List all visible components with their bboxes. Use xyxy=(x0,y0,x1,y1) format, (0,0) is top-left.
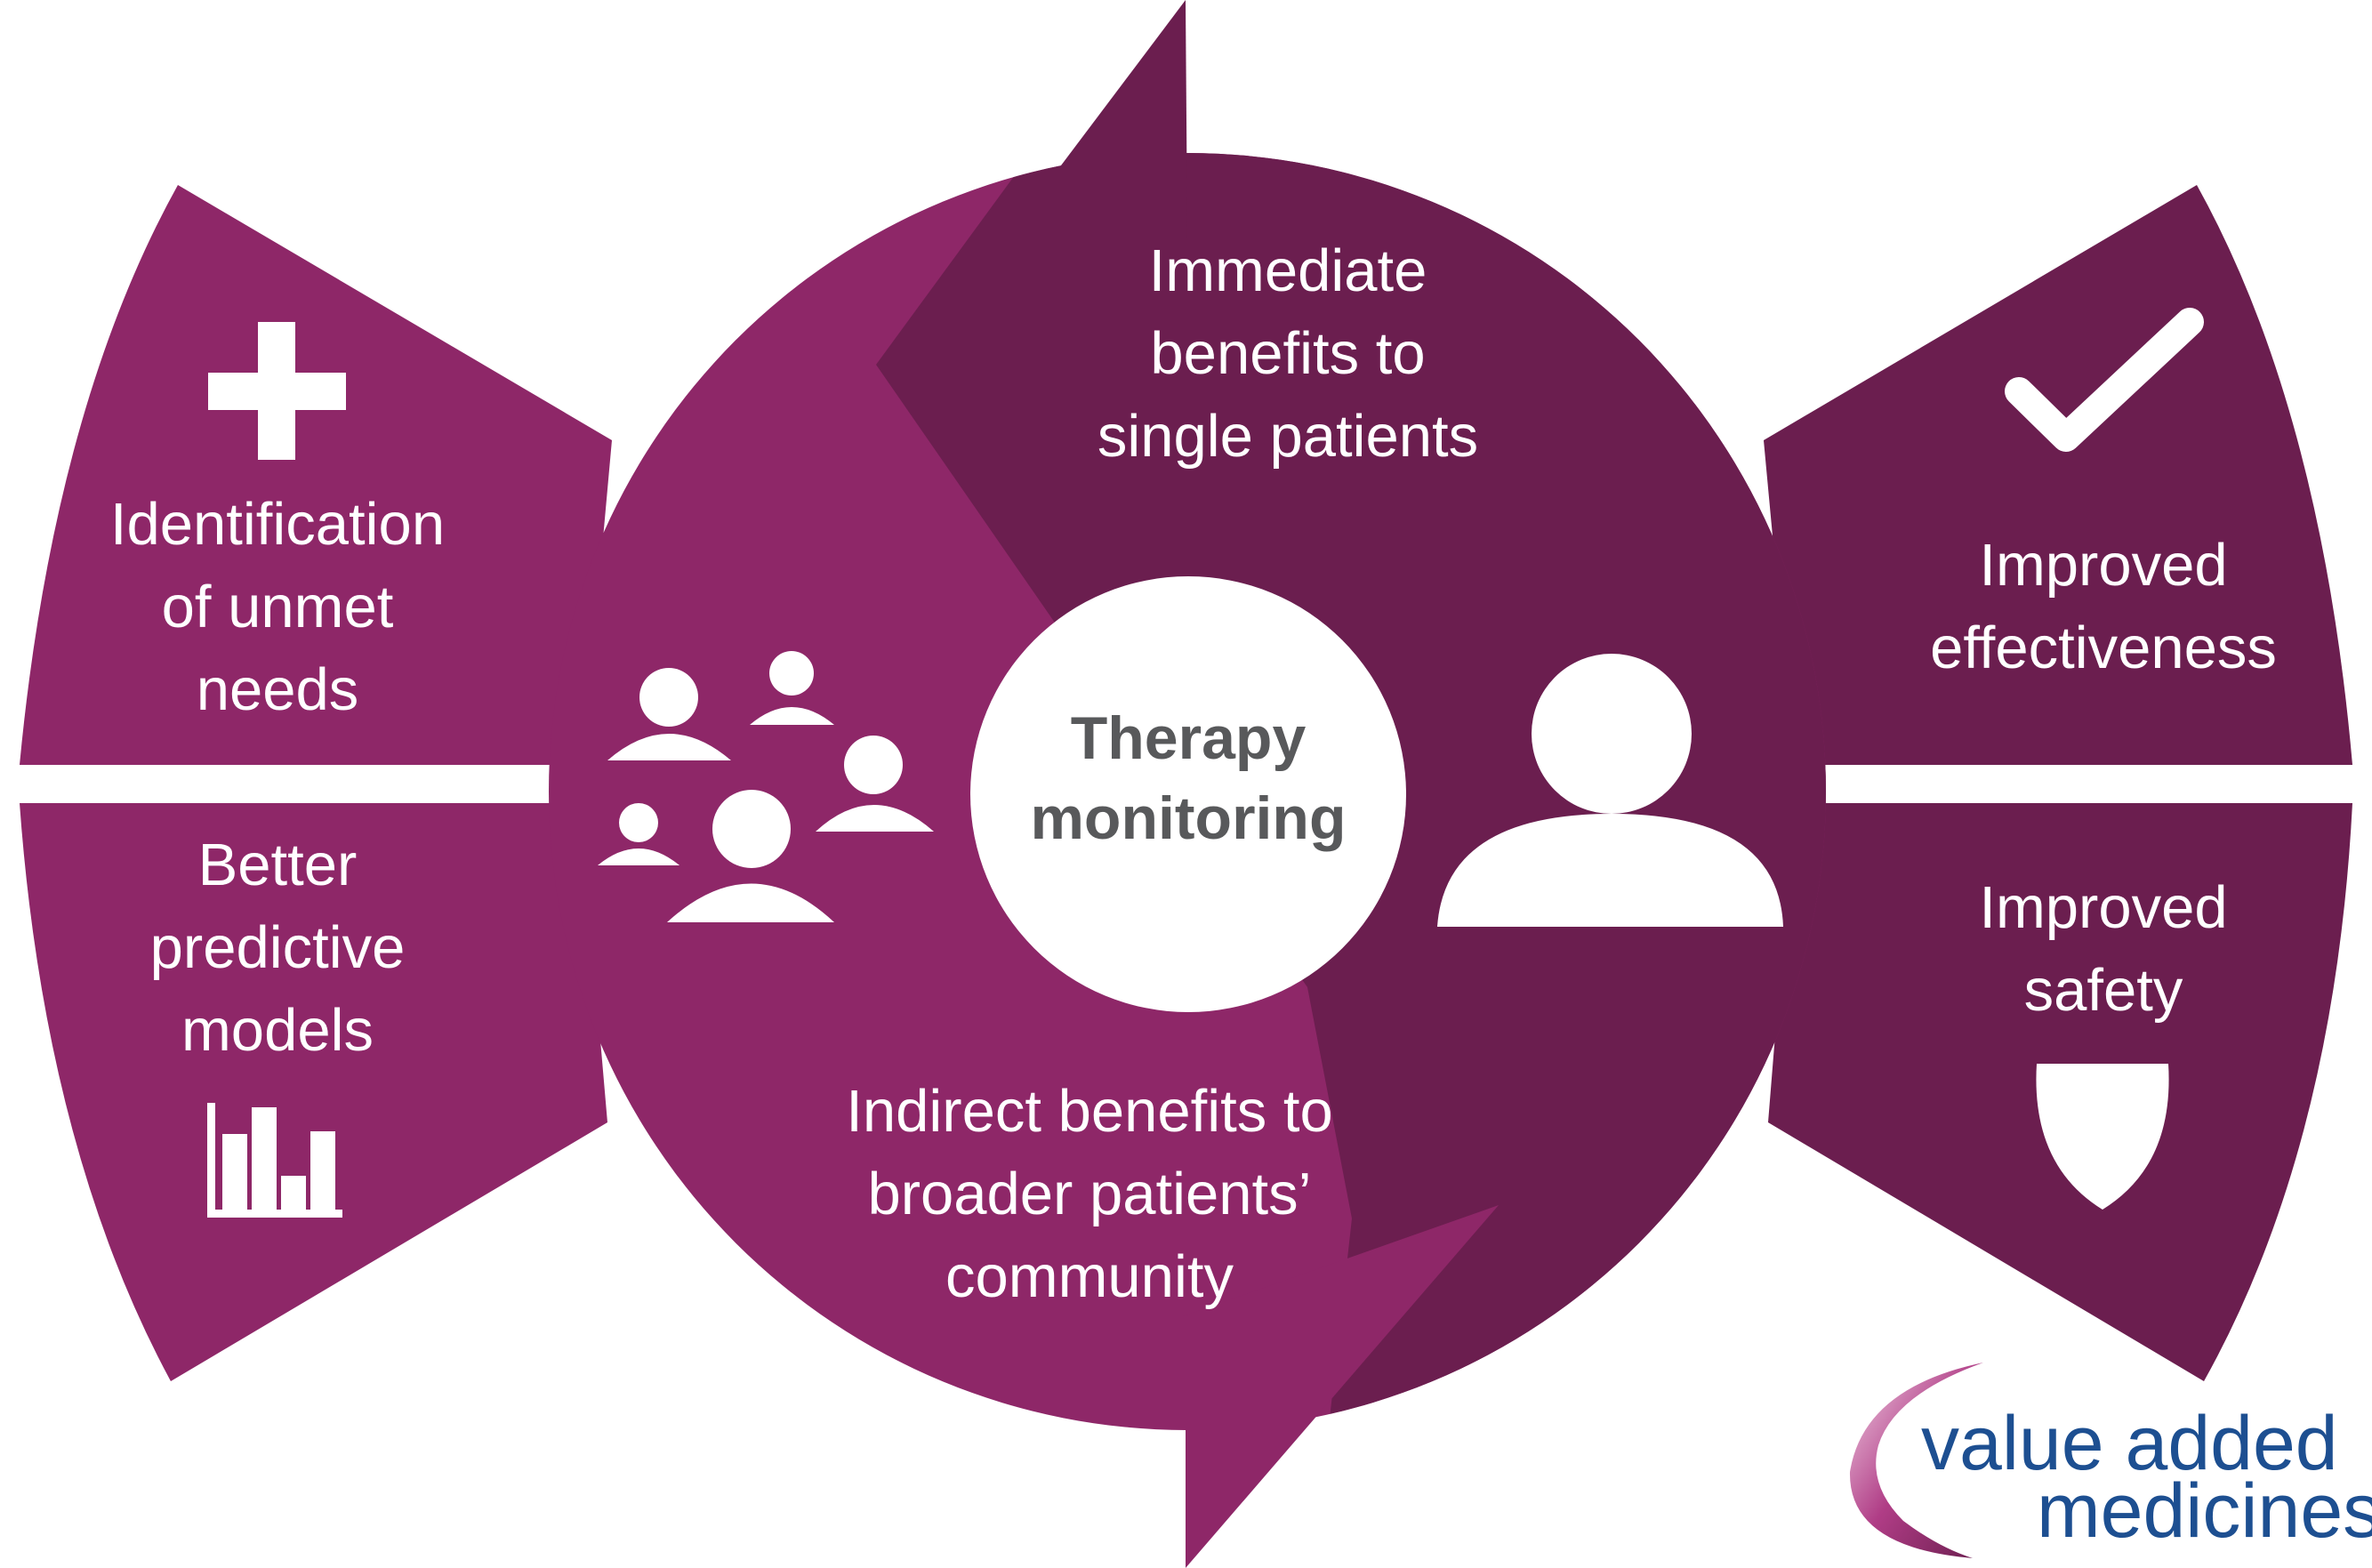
logo-line2: medicines xyxy=(2037,1468,2372,1554)
logo-swoosh xyxy=(1849,1363,1983,1558)
right-bottom-line2: safety xyxy=(2024,957,2183,1024)
bottom-arrow-line1: Indirect benefits to xyxy=(846,1078,1332,1145)
checkmark-icon xyxy=(2005,308,2204,452)
top-arrow xyxy=(1058,0,1187,240)
top-arrow-line2: benefits to xyxy=(1150,320,1425,387)
top-arrow-line1: Immediate xyxy=(1149,237,1427,304)
right-top-line1: Improved xyxy=(1979,532,2227,599)
left-bottom-line3: models xyxy=(181,997,374,1064)
logo: value added medicines xyxy=(1849,1363,2372,1558)
left-bottom-line1: Better xyxy=(198,832,358,898)
bottom-arrow xyxy=(1183,1205,1499,1568)
left-bottom-line2: predictive xyxy=(150,914,406,981)
right-top-panel xyxy=(1764,185,2352,765)
right-top-line2: effectiveness xyxy=(1930,615,2277,681)
left-top-line3: needs xyxy=(197,656,359,723)
single-person-icon xyxy=(1437,654,1783,927)
logo-line1: value added xyxy=(1921,1401,2338,1486)
shield-icon xyxy=(2036,1064,2169,1210)
left-top-line1: Identification xyxy=(110,491,445,558)
center-label-line1: Therapy xyxy=(1071,704,1307,772)
bar-chart-icon xyxy=(207,1103,342,1218)
bottom-arrow-line2: broader patients’ xyxy=(867,1161,1311,1227)
left-top-line2: of unmet xyxy=(162,574,394,640)
center-label-line2: monitoring xyxy=(1030,784,1346,852)
left-top-panel xyxy=(20,185,612,765)
center-circle xyxy=(970,576,1406,1012)
right-bottom-line1: Improved xyxy=(1979,874,2227,941)
group-people-icon xyxy=(598,651,934,922)
bottom-arrow-line3: community xyxy=(945,1243,1234,1310)
top-arrow-line3: single patients xyxy=(1098,403,1478,470)
plus-icon xyxy=(208,322,346,460)
left-bottom-panel xyxy=(20,803,607,1381)
